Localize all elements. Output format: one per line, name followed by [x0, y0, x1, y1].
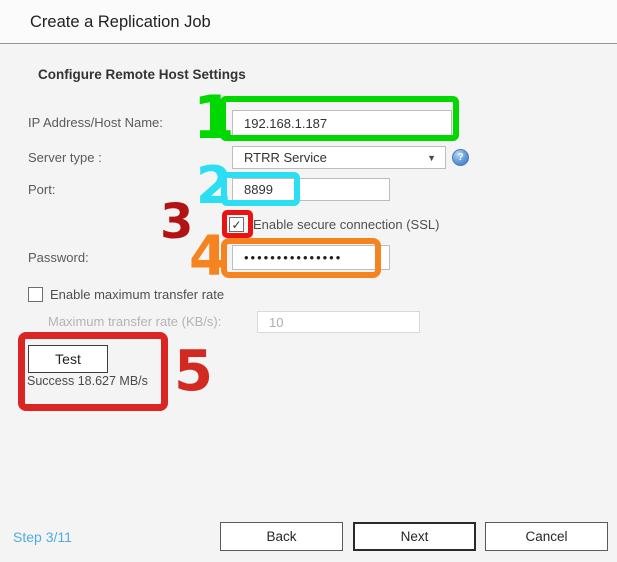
next-button[interactable]: Next [353, 522, 476, 551]
port-input[interactable] [232, 178, 390, 201]
annotation-digit-3: 3 [160, 194, 194, 250]
test-result-text: Success 18.627 MB/s [27, 374, 148, 388]
cancel-button[interactable]: Cancel [485, 522, 608, 551]
server-type-label: Server type : [28, 150, 102, 165]
password-label: Password: [28, 250, 89, 265]
max-rate-checkbox[interactable] [28, 287, 43, 302]
annotation-digit-2: 2 [196, 156, 233, 216]
server-type-dropdown[interactable]: RTRR Service ▼ [232, 146, 446, 169]
annotation-digit-4: 4 [189, 224, 228, 288]
server-type-value: RTRR Service [244, 150, 327, 165]
page-title: Create a Replication Job [30, 13, 211, 31]
annotation-digit-5: 5 [174, 339, 213, 404]
help-icon[interactable]: ? [452, 149, 469, 166]
test-button[interactable]: Test [28, 345, 108, 373]
port-label: Port: [28, 182, 56, 197]
ssl-checkbox[interactable]: ✓ [229, 217, 244, 232]
password-input[interactable]: ••••••••••••••• [232, 245, 390, 270]
annotation-digit-1: 1 [193, 83, 235, 153]
max-rate-checkbox-label: Enable maximum transfer rate [50, 287, 225, 302]
step-indicator: Step 3/11 [13, 529, 72, 545]
ip-address-label: IP Address/Host Name: [28, 115, 163, 130]
ip-address-input[interactable] [232, 110, 452, 136]
section-heading: Configure Remote Host Settings [38, 67, 246, 82]
chevron-down-icon: ▼ [427, 152, 436, 163]
checkmark-icon: ✓ [231, 217, 242, 232]
max-rate-label: Maximum transfer rate (KB/s): [48, 314, 222, 329]
dialog-header: Create a Replication Job [0, 0, 617, 44]
help-icon-glyph: ? [457, 152, 464, 163]
back-button[interactable]: Back [220, 522, 343, 551]
ssl-checkbox-label: Enable secure connection (SSL) [253, 217, 440, 232]
max-rate-input [257, 311, 420, 333]
